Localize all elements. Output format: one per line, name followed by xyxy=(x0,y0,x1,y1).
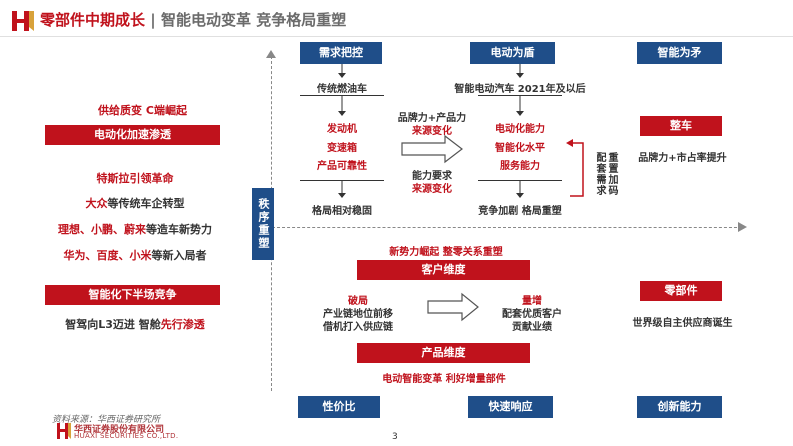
box-electric-shield: 电动为盾 xyxy=(470,42,555,64)
bar-intelligence: 智能化下半场竞争 xyxy=(45,285,220,305)
bar-components: 零部件 xyxy=(640,281,722,301)
item-gearbox: 变速箱 xyxy=(327,143,357,154)
down-arrow-col2-mid-icon xyxy=(516,96,524,116)
left-line-newforces: 理想、小鹏、蔚来等造车新势力 xyxy=(58,223,212,236)
label-brand-share: 品牌力+市占率提升 xyxy=(638,153,727,164)
item-service: 服务能力 xyxy=(500,161,540,172)
label-contribute: 贡献业绩 xyxy=(512,322,552,333)
page-title: 零部件中期成长 | 智能电动变革 竞争格局重塑 xyxy=(40,9,346,30)
box-demand-control: 需求把控 xyxy=(300,42,382,64)
axis-arrow-up-icon xyxy=(266,50,276,58)
down-arrow-col1-top-icon xyxy=(338,64,346,78)
down-arrow-col2-top-icon xyxy=(516,64,524,78)
item-engine: 发动机 xyxy=(327,124,357,135)
page-number: 3 xyxy=(392,432,398,442)
down-arrow-col1-bottom-icon xyxy=(338,181,346,198)
box-cost-performance: 性价比 xyxy=(298,396,380,418)
label-source-change-1: 来源变化 xyxy=(412,126,452,137)
source-note: 资料来源：华西证券研究所 xyxy=(52,415,161,425)
title-sub: 智能电动变革 竞争格局重塑 xyxy=(160,11,347,29)
item-intelligence: 智能化水平 xyxy=(495,143,545,154)
divider-col2-bottom xyxy=(478,180,562,181)
center-label: 秩序重塑 xyxy=(257,198,270,250)
label-breakout: 破局 xyxy=(348,296,368,307)
company-name-cn: 华西证券股份有限公司 xyxy=(74,425,165,435)
bar-product-dimension: 产品维度 xyxy=(357,343,530,363)
header-rule xyxy=(0,36,793,37)
label-source-change-2: 来源变化 xyxy=(412,184,452,195)
left-line-entrants: 华为、百度、小米等新入局者 xyxy=(63,249,207,262)
item-electrification: 电动化能力 xyxy=(495,124,545,135)
label-ice-car: 传统燃油车 xyxy=(317,84,367,95)
left-line-vw: 大众等传统车企转型 xyxy=(85,197,185,210)
title-separator: | xyxy=(150,11,156,29)
label-stable: 格局相对稳固 xyxy=(312,206,372,217)
label-vertical-demand: 配套需求 xyxy=(594,152,605,196)
down-arrow-col2-bottom-icon xyxy=(516,181,524,198)
divider-col1-bottom xyxy=(300,180,384,181)
label-volume-up: 量增 xyxy=(522,296,542,307)
box-fast-response: 快速响应 xyxy=(468,396,553,418)
label-world-class: 世界级自主供应商诞生 xyxy=(632,318,733,329)
horizontal-axis xyxy=(272,227,742,228)
red-feedback-arrow-icon xyxy=(566,139,584,197)
box-innovation: 创新能力 xyxy=(637,396,722,418)
center-label-box: 秩序重塑 xyxy=(252,188,274,260)
bar-customer-dimension: 客户维度 xyxy=(357,260,530,280)
divider-col2-top xyxy=(478,95,562,96)
item-reliability: 产品可靠性 xyxy=(317,161,367,172)
title-main: 零部件中期成长 xyxy=(40,11,146,29)
label-vertical-reset: 重置加码 xyxy=(606,152,617,196)
transition-arrow-top-icon xyxy=(401,134,463,164)
label-increment-parts: 电动智能变革 利好增量部件 xyxy=(382,374,506,385)
left-line-adas: 智驾向L3迈进 智舱先行渗透 xyxy=(65,318,205,331)
box-intelligent-spear: 智能为矛 xyxy=(637,42,722,64)
left-line-supply: 供给质变 C端崛起 xyxy=(98,104,187,117)
left-line-tesla: 特斯拉引领革命 xyxy=(96,172,174,185)
huaxi-logo-icon xyxy=(10,10,36,32)
label-chain-forward: 产业链地位前移 xyxy=(323,309,393,320)
transition-arrow-bottom-icon xyxy=(427,292,479,322)
label-ev-2021: 智能电动汽车 2021年及以后 xyxy=(454,84,586,95)
footer-logo-icon xyxy=(56,422,72,440)
down-arrow-col1-mid-icon xyxy=(338,96,346,116)
label-new-forces: 新势力崛起 整零关系重塑 xyxy=(389,247,503,258)
bar-electrification: 电动化加速渗透 xyxy=(45,125,220,145)
company-name-en: HUAXI SECURITIES CO.,LTD. xyxy=(74,432,179,440)
label-quality-customers: 配套优质客户 xyxy=(502,309,562,320)
divider-col1-top xyxy=(300,95,384,96)
label-capability-req: 能力要求 xyxy=(412,171,452,182)
label-reshape: 竞争加剧 格局重塑 xyxy=(478,206,562,217)
label-enter-supply: 借机打入供应链 xyxy=(323,322,393,333)
bar-vehicle: 整车 xyxy=(640,116,722,136)
label-brand-product: 品牌力+产品力 xyxy=(397,113,467,124)
axis-arrow-right-icon xyxy=(738,222,747,232)
